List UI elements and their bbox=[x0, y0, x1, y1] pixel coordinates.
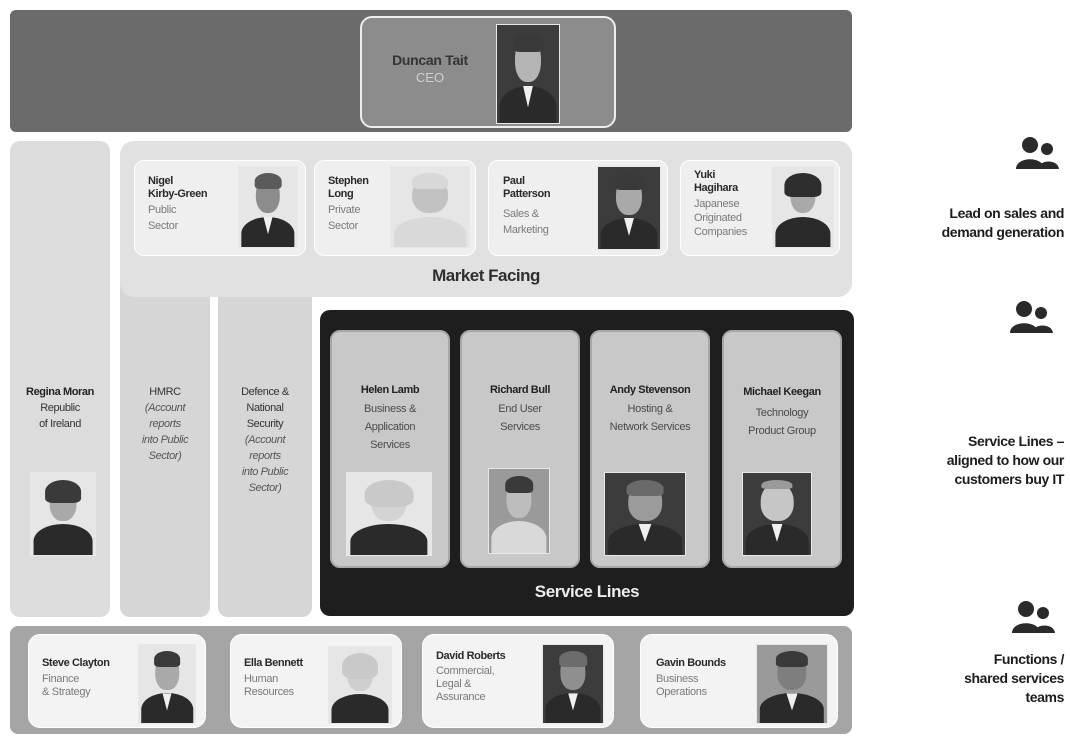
market-facing-name: Paul Patterson bbox=[503, 175, 551, 200]
hmrc-note-line-4: Sector) bbox=[148, 450, 182, 462]
hmrc-name: HMRC bbox=[149, 386, 181, 398]
service-line-role: Business & Application Services bbox=[363, 403, 417, 451]
market-facing-name: Yuki Hagihara bbox=[694, 169, 738, 194]
ceo-card bbox=[360, 16, 616, 128]
regina-moran-role-line-2: of Ireland bbox=[39, 418, 81, 430]
ceo-title: CEO bbox=[415, 70, 445, 85]
defence-name-line-1: Defence & bbox=[241, 386, 289, 398]
service-line-photo bbox=[604, 472, 686, 556]
hmrc-label: HMRC (Account reports into Public Sector… bbox=[120, 384, 210, 464]
service-line-role: Technology Product Group bbox=[748, 407, 816, 437]
service-line-role: End User Services bbox=[498, 403, 542, 433]
hmrc-note-line-2: reports bbox=[149, 418, 181, 430]
market-facing-name: Stephen Long bbox=[328, 175, 369, 200]
hmrc-note-line-1: (Account bbox=[144, 402, 186, 414]
regina-moran-role-line-1: Republic bbox=[40, 402, 80, 414]
service-line-name: Richard Bull bbox=[490, 384, 550, 396]
market-facing-photo bbox=[390, 166, 470, 248]
function-role: Commercial, Legal & Assurance bbox=[436, 665, 495, 703]
function-photo bbox=[756, 644, 828, 724]
annotation-sales-demand: Lead on sales and demand generation bbox=[941, 205, 1065, 240]
market-facing-photo bbox=[772, 166, 834, 248]
ceo-photo bbox=[496, 24, 560, 124]
service-line-name: Helen Lamb bbox=[360, 384, 420, 396]
function-photo bbox=[328, 646, 392, 724]
ceo-name: Duncan Tait bbox=[392, 52, 468, 68]
annotation-service-lines: Service Lines – aligned to how our custo… bbox=[946, 433, 1065, 487]
defence-note-line-4: Sector) bbox=[248, 482, 282, 494]
regina-moran-photo bbox=[30, 472, 96, 556]
function-photo bbox=[542, 644, 604, 724]
service-line-name: Michael Keegan bbox=[743, 386, 821, 398]
people-group-icon bbox=[1010, 301, 1053, 333]
market-facing-name: Nigel Kirby-Green bbox=[148, 175, 208, 200]
defence-note-line-2: reports bbox=[249, 450, 281, 462]
regina-moran-label: Regina Moran Republic of Ireland bbox=[10, 384, 110, 432]
function-role: Business Operations bbox=[656, 673, 707, 698]
service-line-photo bbox=[742, 472, 812, 556]
function-photo bbox=[138, 644, 196, 724]
service-line-role: Hosting & Network Services bbox=[609, 403, 691, 433]
service-lines-title: Service Lines bbox=[534, 582, 640, 601]
service-line-name: Andy Stevenson bbox=[609, 384, 691, 396]
function-name: Steve Clayton bbox=[42, 657, 110, 669]
column-defence-national-security bbox=[218, 262, 312, 617]
defence-name-line-2: National bbox=[246, 402, 284, 414]
market-facing-photo bbox=[597, 166, 661, 250]
market-facing-role: Japanese Originated Companies bbox=[694, 198, 747, 238]
defence-label: Defence & National Security (Account rep… bbox=[218, 384, 312, 496]
column-hmrc bbox=[120, 262, 210, 617]
defence-note-line-3: into Public bbox=[241, 466, 289, 478]
market-facing-role: Private Sector bbox=[328, 204, 361, 232]
function-name: Gavin Bounds bbox=[656, 657, 726, 669]
market-facing-role: Public Sector bbox=[148, 204, 178, 232]
market-facing-role: Sales & Marketing bbox=[503, 208, 549, 236]
market-facing-photo bbox=[238, 166, 298, 248]
service-line-photo bbox=[488, 468, 550, 554]
people-group-icon bbox=[1016, 137, 1059, 169]
defence-note-line-1: (Account bbox=[244, 434, 286, 446]
annotation-functions: Functions / shared services teams bbox=[964, 651, 1064, 705]
regina-moran-name: Regina Moran bbox=[26, 386, 94, 398]
service-line-photo bbox=[346, 472, 432, 556]
function-name: David Roberts bbox=[436, 650, 506, 662]
hmrc-note-line-3: into Public bbox=[141, 434, 189, 446]
market-facing-title: Market Facing bbox=[432, 266, 540, 285]
function-name: Ella Bennett bbox=[244, 657, 303, 669]
defence-name-line-3: Security bbox=[246, 418, 284, 430]
function-role: Human Resources bbox=[244, 673, 294, 698]
people-group-icon bbox=[1012, 601, 1055, 633]
function-role: Finance & Strategy bbox=[42, 673, 91, 698]
